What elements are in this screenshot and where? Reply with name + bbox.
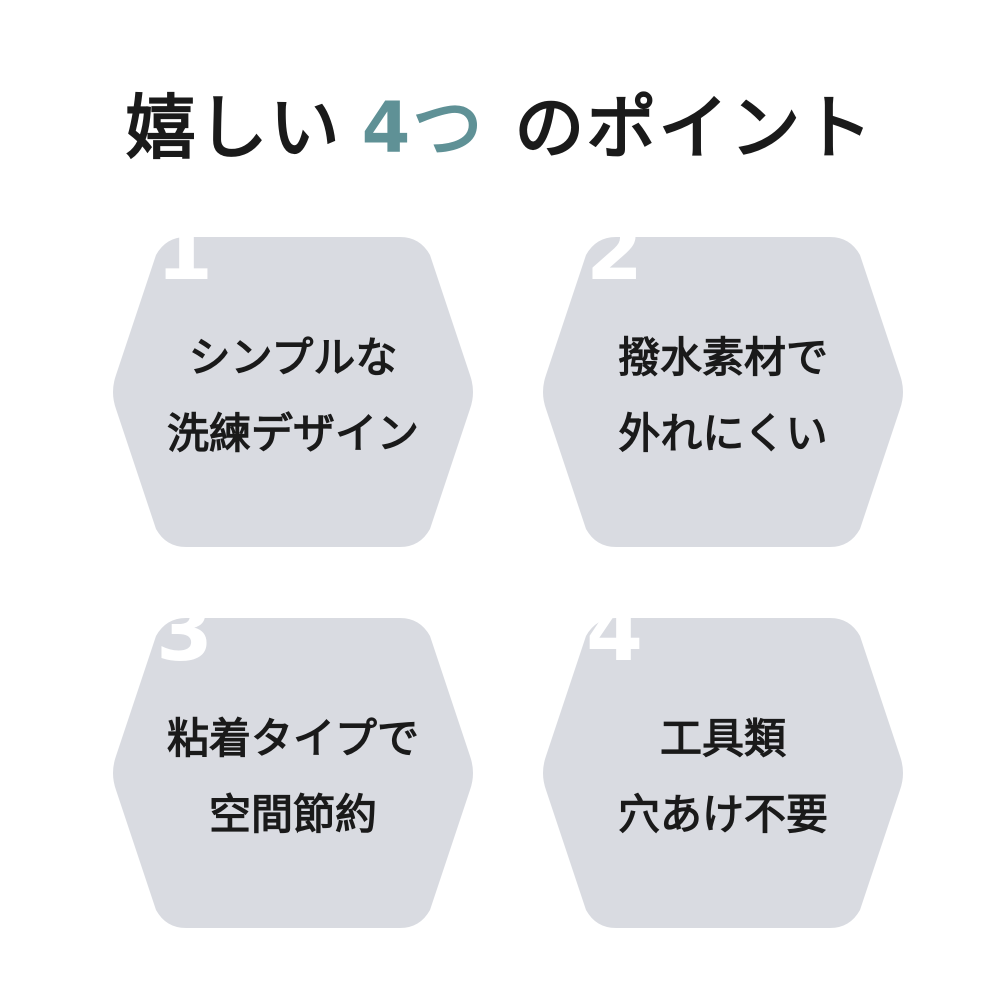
point-text: シンプルな 洗練デザイン bbox=[108, 227, 478, 557]
point-line-1: シンプルな bbox=[188, 333, 398, 382]
point-card-2: 2 撥水素材で 外れにくい bbox=[538, 211, 908, 557]
title-number: 4つ bbox=[361, 87, 485, 169]
point-line-2: 外れにくい bbox=[618, 409, 828, 458]
point-line-2: 空間節約 bbox=[208, 790, 377, 839]
point-line-1: 粘着タイプで bbox=[166, 714, 419, 763]
point-card-1: 1 シンプルな 洗練デザイン bbox=[108, 211, 478, 557]
point-number-badge: 4 bbox=[586, 585, 644, 680]
hexagon-shape bbox=[543, 237, 903, 547]
point-line-2: 穴あけ不要 bbox=[617, 790, 828, 839]
hexagon-shape bbox=[543, 618, 903, 928]
point-text: 撥水素材で 外れにくい bbox=[538, 227, 908, 557]
title-suffix: のポイント bbox=[514, 87, 875, 169]
title-prefix: 嬉しい bbox=[125, 87, 342, 169]
point-line-1: 撥水素材で bbox=[617, 333, 828, 382]
point-line-1: 工具類 bbox=[659, 714, 786, 763]
point-card-3: 3 粘着タイプで 空間節約 bbox=[108, 592, 478, 938]
point-text: 工具類 穴あけ不要 bbox=[538, 608, 908, 938]
point-card-4: 4 工具類 穴あけ不要 bbox=[538, 592, 908, 938]
point-line-2: 洗練デザイン bbox=[166, 409, 419, 458]
hexagon-shape bbox=[113, 237, 473, 547]
point-number-badge: 1 bbox=[156, 204, 214, 299]
point-number-badge: 3 bbox=[156, 585, 214, 680]
point-text: 粘着タイプで 空間節約 bbox=[108, 608, 478, 938]
hexagon-shape bbox=[113, 618, 473, 928]
point-number-badge: 2 bbox=[586, 204, 644, 299]
